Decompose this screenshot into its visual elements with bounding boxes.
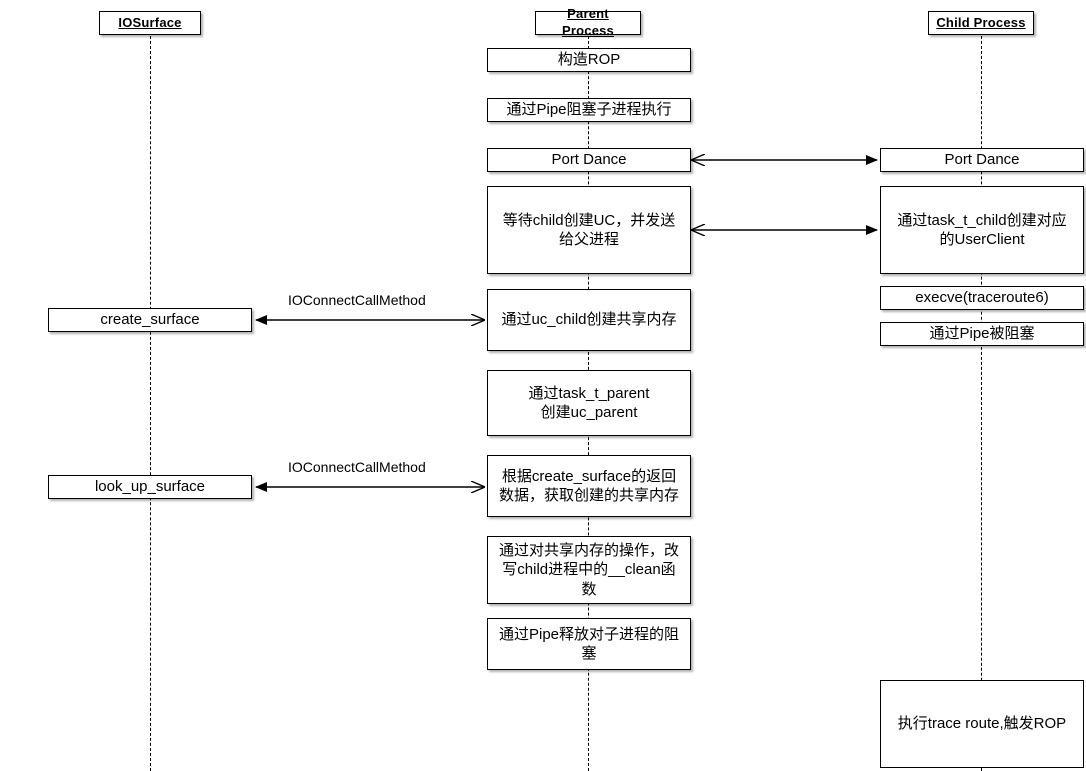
node-uc-child-shared-mem[interactable]: 通过uc_child创建共享内存 <box>487 289 691 351</box>
lifeline-child-process <box>981 36 982 771</box>
arrow-label-ioconnect-2-text: IOConnectCallMethod <box>288 459 426 475</box>
lifeline-iosurface <box>150 36 151 771</box>
node-port-dance-parent-label: Port Dance <box>551 151 627 169</box>
node-create-surface[interactable]: create_surface <box>48 308 252 332</box>
node-execve-traceroute[interactable]: execve(traceroute6) <box>880 286 1084 310</box>
node-exec-trace-route-rop[interactable]: 执行trace route,触发ROP <box>880 680 1084 768</box>
node-get-shared-mem-label: 根据create_surface的返回 数据，获取创建的共享内存 <box>498 467 679 504</box>
node-pipe-block-child-label: 通过Pipe阻塞子进程执行 <box>506 101 672 119</box>
node-look-up-surface-label: look_up_surface <box>94 478 206 496</box>
node-pipe-blocked-label: 通过Pipe被阻塞 <box>929 325 1035 343</box>
node-exec-trace-route-rop-label: 执行trace route,触发ROP <box>897 715 1067 733</box>
lane-header-iosurface-label: IOSurface <box>118 14 182 30</box>
lane-header-child-process[interactable]: Child Process <box>928 11 1034 35</box>
lane-header-iosurface[interactable]: IOSurface <box>99 11 201 35</box>
node-task-t-child-uc-label: 通过task_t_child创建对应 的UserClient <box>897 211 1067 248</box>
lane-header-child-process-label: Child Process <box>936 14 1026 30</box>
node-pipe-blocked[interactable]: 通过Pipe被阻塞 <box>880 322 1084 346</box>
node-task-t-parent[interactable]: 通过task_t_parent 创建uc_parent <box>487 370 691 436</box>
node-create-surface-label: create_surface <box>100 311 200 329</box>
arrow-label-ioconnect-1-text: IOConnectCallMethod <box>288 292 426 308</box>
arrow-label-ioconnect-call-method-1: IOConnectCallMethod <box>288 292 426 308</box>
node-uc-child-shared-mem-label: 通过uc_child创建共享内存 <box>501 311 677 329</box>
node-port-dance-child[interactable]: Port Dance <box>880 148 1084 172</box>
node-wait-child-uc[interactable]: 等待child创建UC，并发送 给父进程 <box>487 186 691 274</box>
node-rewrite-clean-label: 通过对共享内存的操作，改 写child进程中的__clean函 数 <box>498 542 679 598</box>
node-task-t-parent-label: 通过task_t_parent 创建uc_parent <box>528 384 650 421</box>
node-wait-child-uc-label: 等待child创建UC，并发送 给父进程 <box>502 211 676 248</box>
node-port-dance-parent[interactable]: Port Dance <box>487 148 691 172</box>
node-execve-traceroute-label: execve(traceroute6) <box>915 289 1049 307</box>
node-pipe-release-child-label: 通过Pipe释放对子进程的阻 塞 <box>498 625 680 662</box>
node-rewrite-clean[interactable]: 通过对共享内存的操作，改 写child进程中的__clean函 数 <box>487 536 691 604</box>
node-build-rop[interactable]: 构造ROP <box>487 48 691 72</box>
node-pipe-release-child[interactable]: 通过Pipe释放对子进程的阻 塞 <box>487 618 691 670</box>
arrow-label-ioconnect-call-method-2: IOConnectCallMethod <box>288 459 426 475</box>
node-look-up-surface[interactable]: look_up_surface <box>48 475 252 499</box>
node-get-shared-mem[interactable]: 根据create_surface的返回 数据，获取创建的共享内存 <box>487 455 691 517</box>
lane-header-parent-process-label: Parent Process <box>562 6 614 38</box>
node-task-t-child-uc[interactable]: 通过task_t_child创建对应 的UserClient <box>880 186 1084 274</box>
node-pipe-block-child[interactable]: 通过Pipe阻塞子进程执行 <box>487 98 691 122</box>
node-build-rop-label: 构造ROP <box>557 51 621 69</box>
lane-header-parent-process[interactable]: Parent Process <box>535 6 641 38</box>
node-port-dance-child-label: Port Dance <box>944 151 1020 169</box>
